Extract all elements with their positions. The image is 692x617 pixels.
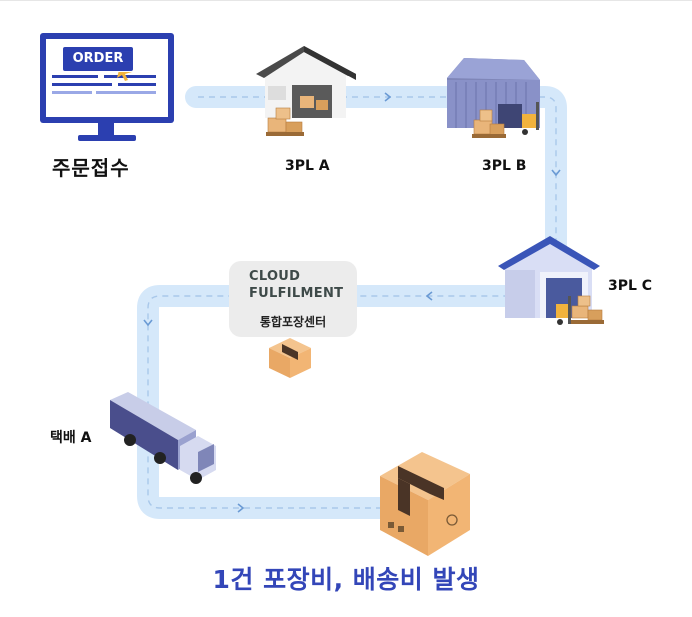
box-icon-center [269,338,311,378]
box-icon-b [472,109,506,138]
arrow-down-icon-2 [143,319,153,327]
order-label: 주문접수 [52,156,130,180]
cloud-fulfilment-card [229,261,357,337]
center-name: 통합포장센터 [259,315,327,329]
recycle-icon [446,514,458,526]
node-3pl-c-label: 3PL C [608,278,653,294]
arrow-left-icon [425,291,433,301]
node-3pl-b-label: 3PL B [482,158,527,174]
node-courier-label: 택배 A [50,430,92,446]
forklift-icon-c [556,296,571,325]
big-box-icon [380,452,470,556]
arrow-right-icon [384,92,392,102]
box-icon-c [570,295,604,324]
order-button: ORDER [62,46,134,72]
node-3pl-a-label: 3PL A [285,158,330,174]
warehouse-icon [256,46,356,118]
headline: 1건 포장비, 배송비 발생 [212,565,480,594]
arrow-right-icon-2 [237,503,245,513]
box-icon [266,107,304,136]
forklift-icon [522,102,539,135]
warehouse-icon-b [447,58,540,128]
logo-line1: CLOUD [249,269,301,284]
logo-line2: FULFILMENT [249,286,344,301]
cloud-fulfilment-logo: CLOUD FULFILMENT [249,268,343,302]
arrow-down-icon [551,169,561,177]
truck-icon [110,392,216,484]
